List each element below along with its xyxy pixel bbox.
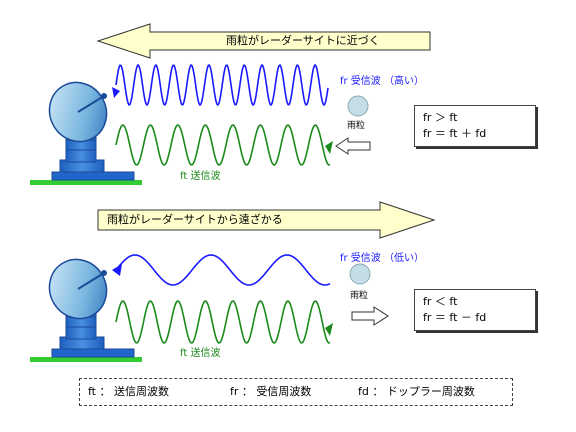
legend-box: ft ： 送信周波数 fr ： 受信周波数 fd ： ドップラー周波数: [79, 378, 513, 406]
legend-ft: ft ： 送信周波数: [88, 385, 169, 398]
approach-equation-box: fr ＞ ft fr ＝ ft ＋ fd: [414, 105, 536, 147]
transmitted-wave: [115, 124, 331, 166]
radar-station-icon: [30, 81, 142, 185]
recede-banner-text: 雨粒がレーダーサイトから遠ざかる: [107, 213, 283, 226]
received-wave-high: [115, 63, 329, 107]
recede-equation-1: fr ＜ ft: [423, 295, 458, 308]
received-wave-arrowhead: [112, 87, 120, 98]
raindrop-icon: [347, 95, 369, 117]
approach-banner-arrow: [96, 23, 431, 59]
approach-banner-text: 雨粒がレーダーサイトに近づく: [226, 34, 380, 47]
transmitted-wave: [115, 300, 331, 344]
recede-equation-2: fr ＝ ft － fd: [423, 311, 487, 324]
received-wave-low: [115, 254, 331, 286]
recede-scenario: [30, 201, 436, 362]
recede-raindrop-label: 雨粒: [350, 291, 369, 301]
transmitted-wave-arrowhead: [325, 141, 333, 154]
transmitted-wave-arrowhead: [325, 323, 333, 336]
approach-equation-1: fr ＞ ft: [423, 111, 458, 124]
raindrop-motion-arrow: [335, 137, 371, 155]
approach-equation-2: fr ＝ ft ＋ fd: [423, 127, 487, 140]
raindrop-icon: [349, 263, 371, 285]
received-wave-arrowhead: [112, 264, 122, 276]
recede-received-label: fr 受信波 （低い）: [340, 253, 424, 264]
approach-scenario: [30, 23, 431, 185]
legend-fd: fd ： ドップラー周波数: [358, 385, 475, 398]
raindrop-motion-arrow: [351, 306, 389, 326]
approach-transmitted-label: ft 送信波: [180, 171, 221, 182]
approach-received-label: fr 受信波 （高い）: [340, 76, 424, 87]
recede-equation-box: fr ＜ ft fr ＝ ft － fd: [414, 289, 536, 331]
legend-fr: fr ： 受信周波数: [230, 385, 312, 398]
recede-transmitted-label: ft 送信波: [180, 348, 221, 359]
radar-station-icon: [30, 258, 142, 362]
approach-raindrop-label: 雨粒: [347, 121, 366, 131]
recede-banner-arrow: [97, 201, 436, 239]
